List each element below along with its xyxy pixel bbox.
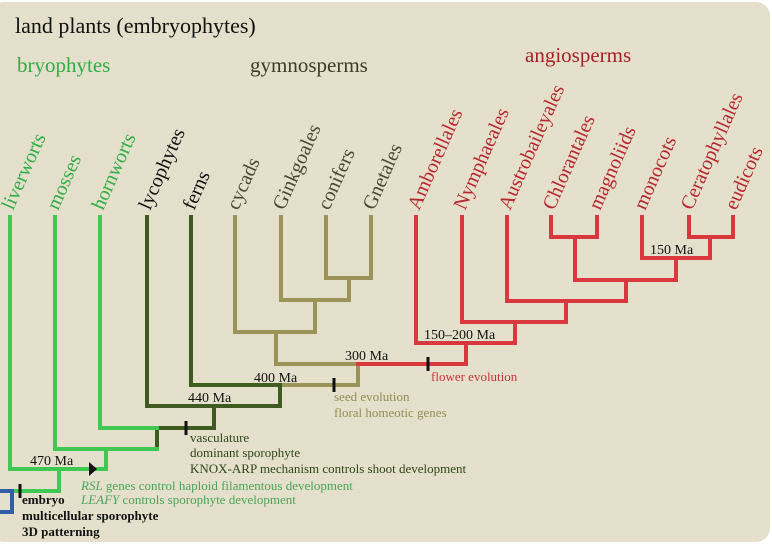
age-label-150-200: 150–200 Ma xyxy=(424,328,496,343)
note-flower-evolution: flower evolution xyxy=(431,369,518,384)
age-label-400: 400 Ma xyxy=(254,371,298,386)
tree-branches xyxy=(0,215,735,514)
arrow-marker-icon xyxy=(89,462,97,476)
branch-angiosperm-stem xyxy=(356,341,468,366)
leafy-text: controls sporophyte development xyxy=(119,492,296,507)
branch-lycophytes xyxy=(145,215,282,408)
outgroup-bracket xyxy=(0,489,14,514)
age-label-150: 150 Ma xyxy=(650,243,694,258)
note-knox-arp: KNOX-ARP mechanism controls shoot develo… xyxy=(190,461,466,476)
group-label-bryophytes: bryophytes xyxy=(17,53,110,77)
note-dominant-sporophyte: dominant sporophyte xyxy=(190,445,300,460)
branch-mosses xyxy=(53,215,159,451)
innovation-tick-mark xyxy=(18,484,22,498)
note-rsl: RSL genes control haploid filamentous de… xyxy=(80,478,353,493)
branch-hornworts xyxy=(98,215,159,430)
note-embryo: embryo xyxy=(22,492,65,507)
rsl-gene: RSL xyxy=(80,478,103,493)
note-floral-homeotic: floral homeotic genes xyxy=(334,405,447,420)
branch-root xyxy=(10,467,61,493)
age-label-300: 300 Ma xyxy=(345,349,389,364)
note-3d-patterning: 3D patterning xyxy=(22,524,100,539)
note-seed-evolution: seed evolution xyxy=(334,389,410,404)
group-label-angiosperms: angiosperms xyxy=(525,43,631,67)
innovation-tick-mark xyxy=(426,357,430,371)
note-vasculature: vasculature xyxy=(190,430,249,445)
innovation-tick-mark xyxy=(332,378,336,392)
age-label-440: 440 Ma xyxy=(188,391,232,406)
branch-liverworts xyxy=(8,215,108,471)
note-leafy: LEAFY controls sporophyte development xyxy=(80,492,296,507)
diagram-title: land plants (embryophytes) xyxy=(15,13,256,38)
innovation-tick-mark xyxy=(184,421,188,435)
branch-ferns xyxy=(189,215,282,408)
group-label-gymnosperms: gymnosperms xyxy=(250,53,368,77)
age-label-470: 470 Ma xyxy=(30,454,74,469)
note-multicellular-sporophyte: multicellular sporophyte xyxy=(22,508,159,523)
rsl-text: genes control haploid filamentous develo… xyxy=(103,478,354,493)
leafy-gene: LEAFY xyxy=(80,492,121,507)
